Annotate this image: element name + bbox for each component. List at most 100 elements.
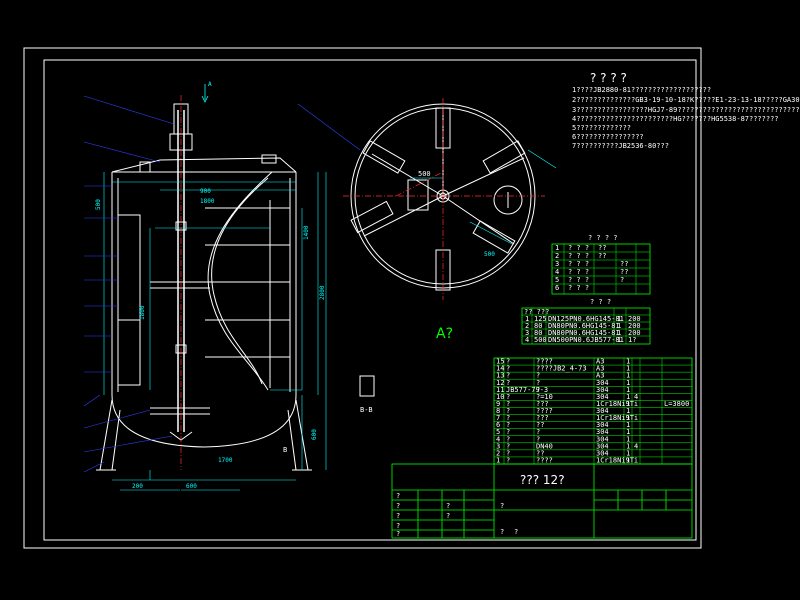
parts-list-cell: 1: [626, 428, 630, 436]
nozzle-table-cell: 1: [617, 336, 621, 344]
notes-title: ? ? ? ?: [590, 71, 627, 85]
title-block-cell: ?: [396, 502, 400, 510]
parts-list-cell: 1: [626, 442, 630, 450]
parts-list-cell: ????: [536, 407, 553, 415]
note-line-3: 3?????????????????HGJ7-89???????????????…: [572, 106, 800, 114]
nozzle-table-cell: 1: [617, 329, 621, 337]
nozzle-table-title: ? ? ?: [590, 298, 611, 306]
parts-list-cell: ?: [506, 414, 510, 422]
parts-list-cell: ???: [536, 414, 549, 422]
parts-list-cell: 1Cr18Ni9Ti: [596, 414, 638, 422]
nozzle-table-cell: 200: [628, 329, 641, 337]
parts-list-cell: ???: [536, 400, 549, 408]
parts-list-cell: 6: [496, 421, 500, 429]
parts-list-cell: 304: [596, 435, 609, 443]
parts-list-cell: 4: [634, 393, 638, 401]
parts-list-cell: A3: [596, 358, 604, 366]
parts-list-cell: ?: [506, 358, 510, 366]
top-centerlines: [343, 98, 545, 300]
parts-list-cell: 1: [496, 457, 500, 465]
parts-list-cell: 8: [496, 407, 500, 415]
nozzle-table-cell: 80: [534, 329, 542, 337]
parts-list-cell: A3: [596, 372, 604, 380]
view-a-letter: A: [208, 81, 212, 88]
parts-list-cell: 1: [626, 407, 630, 415]
parts-list-cell: L=3800: [664, 400, 689, 408]
parts-list-cell: ?: [506, 379, 510, 387]
tech-table-cell: 4: [555, 268, 559, 276]
parts-list-cell: 304: [596, 449, 609, 457]
parts-list-cell: ?: [506, 449, 510, 457]
note-line-6: 6????????????????: [572, 133, 644, 141]
dim-500: 500: [95, 199, 102, 210]
parts-list-cell: 1: [626, 435, 630, 443]
parts-list-cell: DN40: [536, 442, 553, 450]
parts-list-cell: 1: [626, 449, 630, 457]
parts-list-cell: 1: [626, 379, 630, 387]
front-callouts: [83, 95, 361, 473]
parts-list-cell: ?: [506, 400, 510, 408]
top-dimensions: [410, 149, 557, 245]
parts-list-cell: 2: [496, 449, 500, 457]
parts-list-cell: 1: [626, 365, 630, 373]
parts-list-cell: ?=10: [536, 393, 553, 401]
parts-list-cell: 4: [634, 442, 638, 450]
nozzle-table-cell: DN80PN0.6HG145-81: [548, 322, 620, 330]
parts-list-cell: 304: [596, 386, 609, 394]
front-dimensions: [103, 172, 327, 491]
notes-block: ? ? ? ? 1????JB2880-81??????????????????…: [572, 71, 800, 150]
tech-table-cell: ??: [598, 252, 606, 260]
tech-table: ? ? ? ? 1? ? ???2? ? ???3? ? ???4? ? ???…: [551, 234, 651, 295]
view-b-letter: B: [283, 446, 287, 454]
tech-table-cell: ??: [620, 268, 628, 276]
title-block-cell: ?: [396, 492, 400, 500]
parts-list-cell: ?: [536, 372, 540, 380]
nozzle-table-cell: 125: [534, 315, 547, 323]
dim-200: 200: [132, 483, 143, 490]
title-block-cell: ?: [396, 512, 400, 520]
parts-list-cell: ?: [506, 442, 510, 450]
top-dim-500: 500: [418, 170, 431, 178]
parts-list-cell: ?: [536, 386, 540, 394]
nozzle-table-cell: 2: [525, 322, 529, 330]
title-block-cell: ?: [446, 502, 450, 510]
title-block-cell: ?: [500, 528, 504, 536]
parts-list-cell: 13: [496, 372, 504, 380]
dim-1400: 1400: [303, 225, 310, 240]
tech-table-cell: ??: [620, 260, 628, 268]
tech-table-cell: 6: [555, 284, 559, 292]
nozzle-table-cell: 500: [534, 336, 547, 344]
tech-table-cell: ? ? ?: [568, 268, 589, 276]
parts-list-cell: ?: [506, 372, 510, 380]
parts-list-cell: 7: [496, 414, 500, 422]
parts-list-cell: ?: [536, 435, 540, 443]
title-block: [391, 463, 693, 539]
parts-list-cell: 1: [626, 372, 630, 380]
parts-list-cell: ?: [506, 407, 510, 415]
tech-table-cell: 3: [555, 260, 559, 268]
parts-list-cell: 1: [626, 457, 630, 465]
bb-view-box: [359, 375, 375, 397]
parts-list-cell: 11: [496, 386, 504, 394]
parts-list-cell: 10: [496, 393, 504, 401]
title-block-cell: ?: [514, 528, 518, 536]
nozzle-table-cell: DN500PN0.6JB577-81: [548, 336, 624, 344]
section-label: A?: [436, 326, 453, 342]
note-line-5: 5?????????????: [572, 124, 631, 132]
parts-list-cell: 1: [626, 421, 630, 429]
parts-list-cell: ?: [506, 365, 510, 373]
parts-list-cell: 1: [626, 414, 630, 422]
nozzle-table-cell: 80: [534, 322, 542, 330]
parts-list-cell: ?: [536, 379, 540, 387]
tech-table-cell: ? ? ?: [568, 260, 589, 268]
parts-list-cell: 304: [596, 421, 609, 429]
front-dimension-labels: 900 1800 200 600 1700 2800 600 1400 1800…: [95, 188, 326, 490]
nozzle-table-cell: 1: [617, 322, 621, 330]
title-block-cell: ?: [500, 502, 504, 510]
tech-table-cell: ?: [620, 276, 624, 284]
tech-table-cell: ? ? ?: [568, 244, 589, 252]
tech-table-cell: ? ? ?: [568, 252, 589, 260]
tech-table-title: ? ? ? ?: [588, 234, 618, 242]
